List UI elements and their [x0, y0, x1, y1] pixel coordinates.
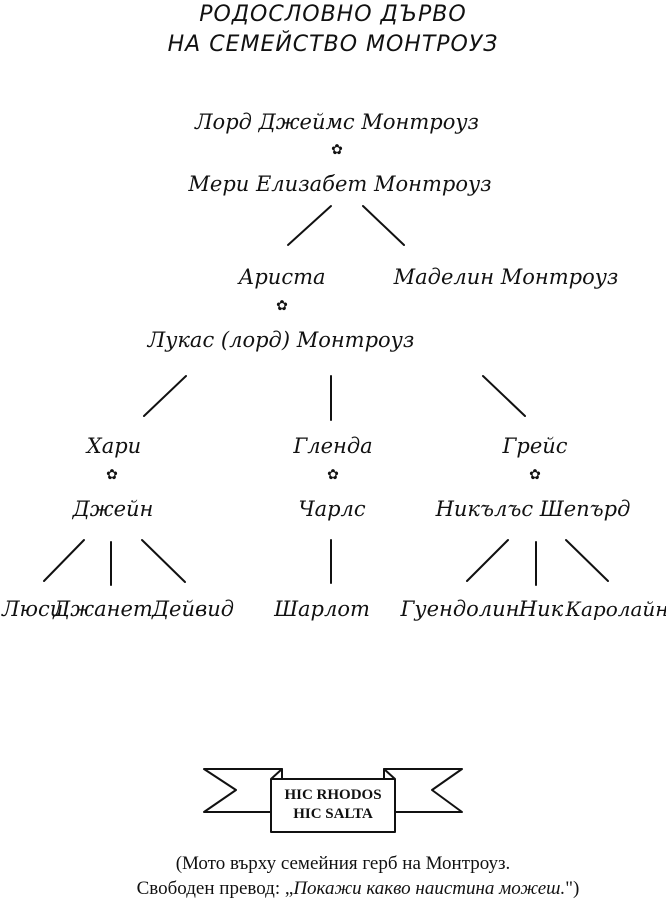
banner-left-tail: [203, 768, 283, 813]
name-arista: Ариста: [238, 265, 326, 289]
motto-banner: [203, 768, 463, 833]
name-lord-james-montrose: Лорд Джеймс Монтроуз: [195, 110, 479, 134]
line-nicholas-to-gwendolyn: [466, 539, 509, 582]
tree-title-line-2: НА СЕМЕЙСТВО МОНТРОУЗ: [167, 32, 499, 57]
caption-translation-prefix: Свободен превод: „: [136, 878, 294, 899]
marriage-flower-icon: ✿: [276, 298, 288, 314]
name-grace: Грейс: [502, 434, 568, 458]
marriage-flower-icon: ✿: [327, 467, 339, 483]
name-janet: Джанет: [53, 597, 153, 621]
name-harry: Хари: [86, 434, 142, 458]
marriage-flower-icon: ✿: [331, 142, 343, 158]
name-nick: Ник: [518, 597, 564, 621]
name-david: Дейвид: [151, 597, 235, 621]
caption-line-2: Свободен превод: „Покажи какво наистина …: [0, 877, 666, 901]
name-charles: Чарлс: [298, 497, 366, 521]
line-jane-to-lucy: [43, 539, 85, 582]
tree-title-line-1: РОДОСЛОВНО ДЪРВО: [199, 2, 467, 27]
caption-translation-quote: Покажи какво наистина можеш.: [293, 878, 566, 899]
banner-fold-right: [383, 768, 396, 780]
caption-translation-suffix: "): [565, 878, 580, 899]
name-nicholas-shepherd: Никълъс Шепърд: [435, 497, 631, 521]
line-gen1-to-arista: [287, 205, 332, 246]
line-gen1-to-madeline: [362, 205, 405, 246]
line-nicholas-to-caroline: [565, 539, 609, 582]
caption-line-1: (Мото върху семейния герб на Монтроуз.: [175, 853, 511, 874]
banner-fold-left: [270, 768, 283, 780]
name-jane: Джейн: [72, 497, 154, 521]
name-caroline: Каролайн: [565, 597, 666, 621]
name-charlotte: Шарлот: [274, 597, 370, 621]
motto-line-1: HIC RHODOS: [284, 787, 382, 803]
name-lucy: Люси: [2, 597, 64, 621]
line-jane-to-david: [141, 539, 186, 583]
name-gwendolyn: Гуендолин: [400, 597, 520, 621]
marriage-flower-icon: ✿: [106, 467, 118, 483]
name-glenda: Гленда: [293, 434, 373, 458]
marriage-flower-icon: ✿: [529, 467, 541, 483]
line-lucas-to-grace: [482, 375, 526, 417]
name-mary-elizabeth-montrose: Мери Елизабет Монтроуз: [188, 172, 492, 196]
line-lucas-to-harry: [143, 375, 187, 417]
motto-line-2: HIC SALTA: [293, 806, 373, 822]
name-madeline-montrose: Маделин Монтроуз: [393, 265, 619, 289]
name-lucas-montrose: Лукас (лорд) Монтроуз: [147, 328, 415, 352]
banner-center: [270, 778, 396, 833]
